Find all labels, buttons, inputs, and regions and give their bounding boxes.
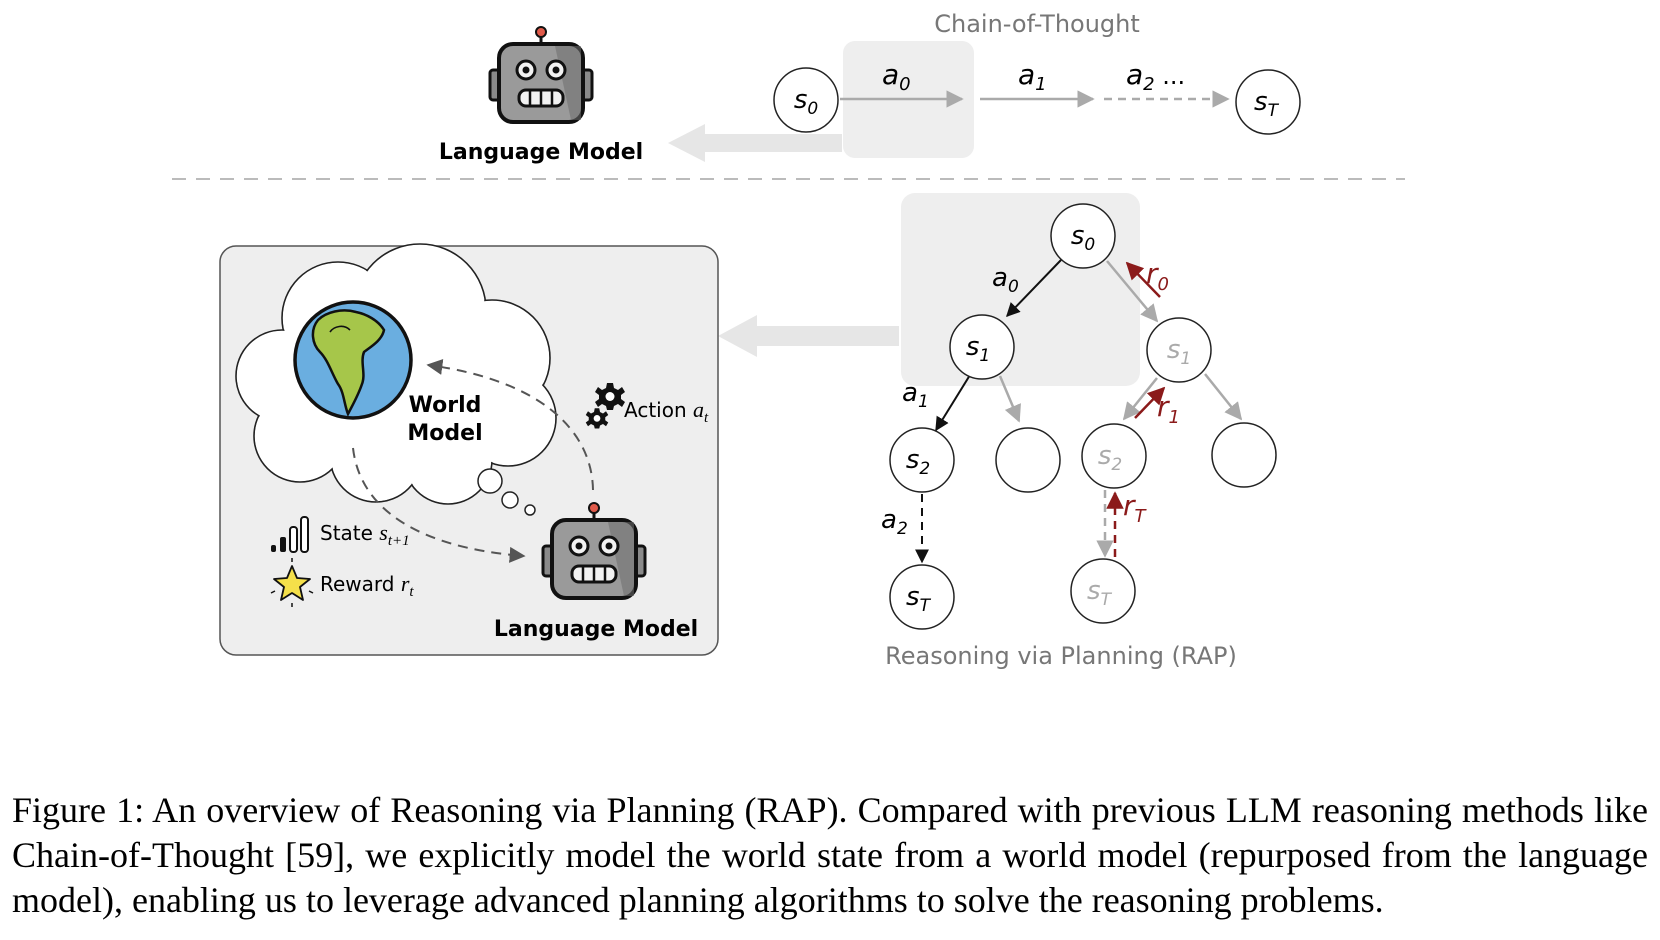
- node-root-label: s0: [1071, 221, 1095, 255]
- cot-action-a1: a1: [1018, 58, 1047, 95]
- cot-robot-icon: [488, 25, 594, 124]
- node-sT-left: [889, 564, 955, 630]
- state-reward-arrow: [352, 447, 526, 563]
- star-icon: [270, 558, 314, 607]
- cot-action-a2: a2 ...: [1126, 58, 1185, 95]
- thought-bubble-small: [524, 504, 536, 516]
- edge-s1r-s2r: [1122, 377, 1158, 421]
- cot-feedback-arrow: [668, 124, 842, 162]
- tree-action-a0: a0: [992, 263, 1019, 297]
- thought-bubble-large: [477, 468, 503, 494]
- cot-state-sT: [1235, 69, 1301, 135]
- edge-s0-s1-left: [1006, 259, 1062, 318]
- node-empty-left: [995, 427, 1061, 493]
- rap-feedback-arrow: [718, 315, 899, 357]
- cot-model-label: Language Model: [439, 140, 643, 165]
- state-label: State st+1: [320, 520, 410, 549]
- tree-action-a2: a2: [881, 505, 908, 539]
- action-label: Action at: [624, 397, 709, 426]
- edge-s1-s2-left: [935, 374, 971, 432]
- node-sT-right-label: sT: [1087, 576, 1113, 610]
- cot-state-s0: [773, 67, 839, 133]
- reward-label: Reward rt: [320, 571, 414, 600]
- node-sT-left-label: sT: [906, 582, 932, 616]
- edge-s1-empty: [998, 375, 1021, 423]
- node-empty-right: [1211, 422, 1277, 488]
- rap-model-label: Language Model: [494, 617, 698, 642]
- tree-action-a1: a1: [902, 378, 929, 412]
- node-s2-left: [889, 427, 955, 493]
- cot-state-s0-label: s0: [794, 85, 818, 119]
- node-s1-right: [1146, 317, 1212, 383]
- reward-arrow-r0: [1125, 261, 1161, 298]
- node-s2-left-label: s2: [906, 445, 930, 479]
- cot-title: Chain-of-Thought: [934, 10, 1140, 38]
- action-arrow: [426, 358, 594, 491]
- rap-title: Reasoning via Planning (RAP): [885, 642, 1237, 670]
- figure-caption: Figure 1: An overview of Reasoning via P…: [12, 790, 1648, 920]
- thought-bubble-medium: [501, 491, 519, 509]
- reward-label-r1: r1: [1157, 390, 1180, 428]
- node-s2-right: [1081, 423, 1147, 489]
- signal-bars-icon: [271, 516, 309, 553]
- reward-label-rT: rT: [1123, 489, 1148, 527]
- globe-icon: [293, 300, 413, 420]
- reward-arrow-r1: [1134, 386, 1166, 419]
- rap-overview-figure: Chain-of-Thought Language Model s0 sT a0…: [172, 10, 1405, 670]
- node-root: [1050, 203, 1116, 269]
- cot-state-sT-label: sT: [1254, 87, 1280, 121]
- node-sT-right: [1070, 558, 1136, 624]
- world-model-label-line1: World: [409, 393, 482, 418]
- node-s1-right-label: s1: [1167, 335, 1191, 369]
- node-s2-right-label: s2: [1098, 441, 1122, 475]
- edge-s0-s1-right: [1106, 260, 1159, 323]
- reward-label-r0: r0: [1146, 257, 1169, 295]
- node-s1-left: [949, 314, 1015, 380]
- world-model-label-line2: Model: [407, 421, 482, 446]
- node-s1-left-label: s1: [966, 332, 990, 366]
- cot-action-a0: a0: [882, 58, 911, 95]
- edge-s1r-empty: [1204, 373, 1243, 421]
